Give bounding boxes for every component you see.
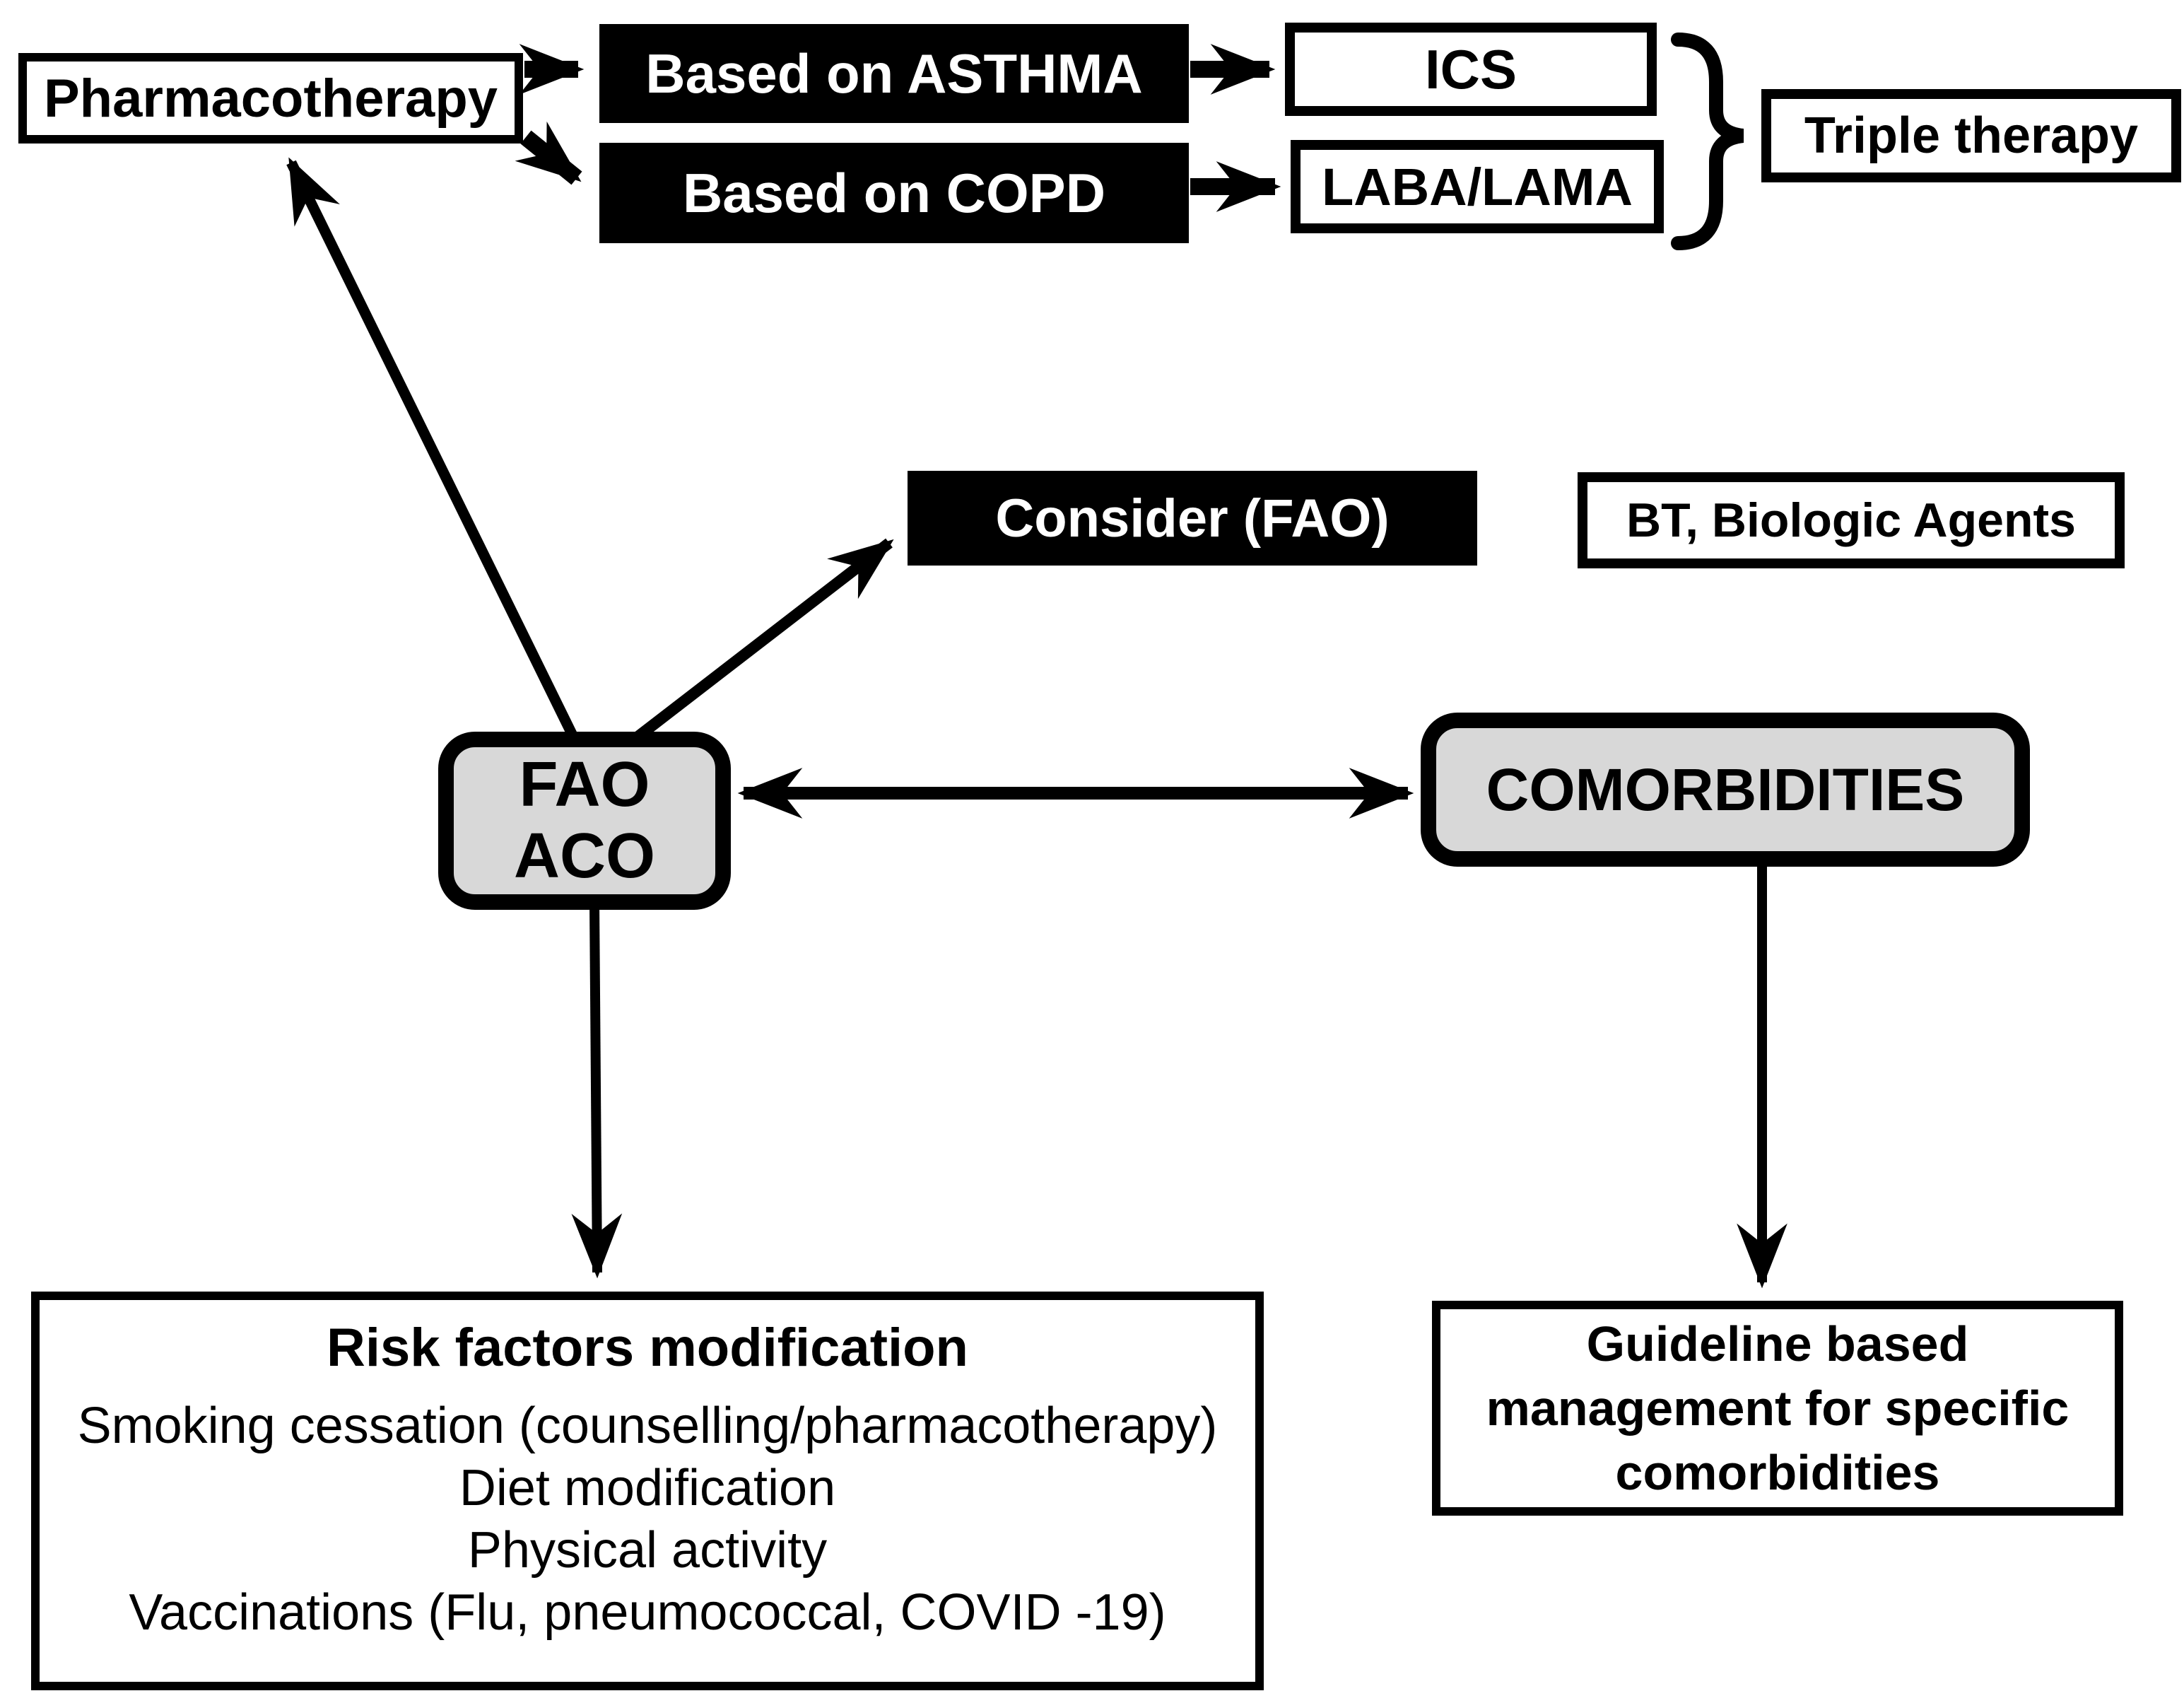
- risk-factors-node: Risk factors modification Smoking cessat…: [31, 1292, 1264, 1690]
- based-on-asthma-node: Based on ASTHMA: [599, 24, 1189, 123]
- bt-biologic-agents-label: BT, Biologic Agents: [1626, 493, 2076, 547]
- based-on-copd-node: Based on COPD: [599, 143, 1189, 243]
- laba-lama-node: LABA/LAMA: [1291, 140, 1664, 233]
- risk-factors-item-diet: Diet modification: [459, 1460, 836, 1517]
- based-on-copd-label: Based on COPD: [682, 161, 1106, 224]
- comorbidities-label: COMORBIDITIES: [1486, 756, 1965, 823]
- comorbidities-node: COMORBIDITIES: [1421, 713, 2030, 867]
- laba-lama-label: LABA/LAMA: [1322, 157, 1633, 216]
- brace-icon: [1671, 33, 1744, 250]
- ics-label: ICS: [1424, 37, 1517, 100]
- based-on-asthma-label: Based on ASTHMA: [645, 42, 1143, 105]
- edge-fao-to-consider: [633, 538, 894, 743]
- consider-fao-label: Consider (FAO): [995, 488, 1390, 549]
- risk-factors-item-smoking: Smoking cessation (counselling/pharmacot…: [77, 1398, 1218, 1455]
- consider-fao-node: Consider (FAO): [908, 471, 1477, 566]
- risk-factors-item-vaccinations: Vaccinations (Flu, pneumococcal, COVID -…: [129, 1584, 1166, 1641]
- guideline-line-1: Guideline based: [1586, 1316, 1969, 1371]
- triple-therapy-label: Triple therapy: [1804, 107, 2139, 164]
- risk-factors-item-activity: Physical activity: [467, 1521, 828, 1579]
- fao-label: FAO: [519, 749, 650, 821]
- guideline-management-node: Guideline based management for specific …: [1432, 1301, 2123, 1516]
- triple-therapy-node: Triple therapy: [1761, 89, 2181, 182]
- edge-fao-to-pharmacotherapy: [286, 157, 579, 741]
- edge-pharmacotherapy-to-copd: [515, 121, 582, 185]
- edge-fao-to-risk-factors: [571, 901, 623, 1279]
- risk-factors-title: Risk factors modification: [327, 1318, 968, 1378]
- pharmacotherapy-node: Pharmacotherapy: [18, 53, 523, 144]
- ics-node: ICS: [1285, 23, 1657, 116]
- pharmacotherapy-label: Pharmacotherapy: [43, 68, 498, 129]
- guideline-line-3: comorbidities: [1615, 1444, 1940, 1500]
- guideline-line-2: management for specific: [1486, 1380, 2069, 1436]
- bt-biologic-agents-node: BT, Biologic Agents: [1578, 472, 2125, 568]
- aco-label: ACO: [514, 821, 655, 891]
- fao-aco-node: FAO ACO: [438, 732, 731, 910]
